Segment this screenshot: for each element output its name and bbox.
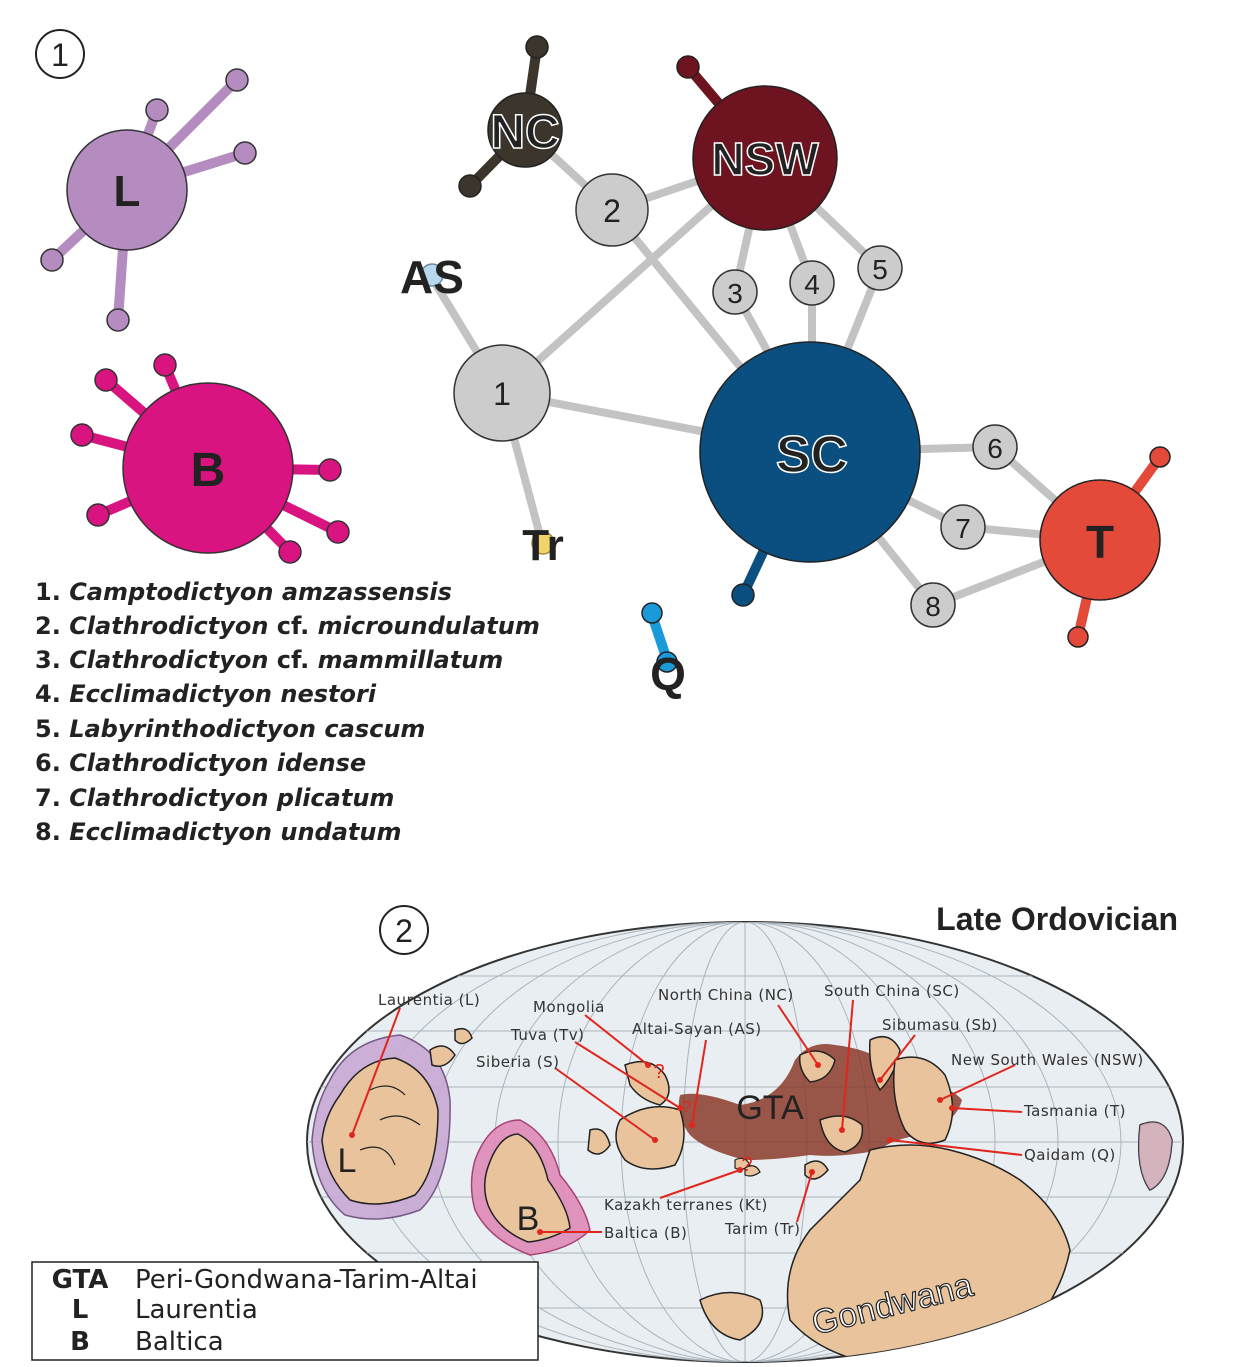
panel-2-number: 2 (395, 913, 413, 949)
node-laurentia: L (40, 68, 257, 332)
uncertain-kazakh-1: ? (741, 1154, 752, 1176)
pointer-arrows (351, 999, 1023, 1233)
label-nsw: New South Wales (NSW) (951, 1051, 1144, 1069)
node-qaidam: Q (641, 602, 686, 700)
species-6: 6. Clathrodictyon idense (35, 749, 366, 777)
node-label-Q: Q (650, 648, 686, 700)
node-label-7: 7 (955, 513, 971, 544)
laurentia-big-label: L (338, 1142, 357, 1180)
node-nsw: NSW (676, 55, 838, 231)
node-north-china: NC (458, 35, 563, 198)
node-label-SC: SC (776, 426, 848, 484)
label-laurentia: Laurentia (L) (378, 991, 480, 1009)
species-3: 3. Clathrodictyon cf. mammillatum (35, 646, 503, 674)
node-label-NSW: NSW (711, 133, 819, 185)
baltica-land (484, 1133, 571, 1243)
legend-abbr-b: B (70, 1327, 90, 1357)
node-label-B: B (191, 444, 226, 497)
legend-name-b: Baltica (135, 1327, 224, 1357)
map-title: Late Ordovician (936, 901, 1178, 937)
node-label-2: 2 (603, 193, 621, 229)
label-qaidam: Qaidam (Q) (1024, 1146, 1116, 1164)
uncertain-tuva: ? (683, 1099, 692, 1116)
node-label-L: L (114, 167, 141, 216)
uncertain-mongolia: ? (653, 1061, 664, 1083)
node-tarim: Tr (522, 521, 564, 570)
node-tasmania: T (1039, 446, 1171, 648)
label-altai-sayan: Altai-Sayan (AS) (632, 1020, 762, 1038)
node-altai-sayan: AS (400, 251, 464, 303)
label-kazakh: Kazakh terranes (Kt) (604, 1196, 768, 1214)
node-label-4: 4 (804, 269, 820, 300)
legend-box: GTA Peri-Gondwana-Tarim-Altai L Laurenti… (31, 1261, 539, 1361)
node-label-3: 3 (727, 278, 743, 309)
label-tasmania: Tasmania (T) (1023, 1102, 1126, 1120)
node-label-NC: NC (490, 106, 559, 159)
label-mongolia: Mongolia (533, 998, 605, 1016)
panel-2: 2 Late Ordovician (306, 901, 1184, 1363)
label-tarim: Tarim (Tr) (724, 1220, 800, 1238)
legend-name-l: Laurentia (135, 1295, 258, 1325)
label-north-china: North China (NC) (658, 986, 794, 1004)
node-label-6: 6 (987, 433, 1003, 464)
species-nodes (453, 173, 1018, 628)
node-label-AS: AS (400, 251, 464, 303)
laurentia-land (321, 1057, 439, 1205)
map-content (307, 922, 1183, 1362)
panel-1: 1 L (35, 29, 1171, 846)
species-1: 1. Camptodictyon amzassensis (35, 578, 452, 606)
node-label-1: 1 (493, 376, 511, 412)
gta-label: GTA (736, 1089, 804, 1127)
node-baltica: B (70, 353, 350, 564)
species-7: 7. Clathrodictyon plicatum (35, 784, 394, 812)
species-4: 4. Ecclimadictyon nestori (35, 680, 377, 708)
species-8: 8. Ecclimadictyon undatum (35, 818, 402, 846)
species-2: 2. Clathrodictyon cf. microundulatum (35, 612, 540, 640)
label-siberia: Siberia (S) (476, 1053, 559, 1071)
label-sibumasu: Sibumasu (Sb) (882, 1016, 998, 1034)
label-tuva: Tuva (Tv) (510, 1026, 584, 1044)
node-south-china: SC (699, 341, 921, 607)
species-list: 1. Camptodictyon amzassensis 2. Clathrod… (35, 578, 540, 846)
legend-abbr-gta: GTA (52, 1265, 109, 1295)
baltica-big-label: B (517, 1200, 540, 1238)
node-label-Tr: Tr (522, 521, 564, 570)
legend-name-gta: Peri-Gondwana-Tarim-Altai (135, 1265, 478, 1295)
node-label-5: 5 (872, 254, 888, 285)
panel-1-number: 1 (51, 37, 69, 73)
label-south-china: South China (SC) (824, 982, 960, 1000)
node-label-8: 8 (925, 591, 941, 622)
label-baltica: Baltica (B) (604, 1224, 687, 1242)
node-label-T: T (1086, 516, 1114, 568)
species-5: 5. Labyrinthodictyon cascum (35, 715, 425, 743)
pointer-heads (349, 1062, 955, 1235)
legend-abbr-l: L (72, 1295, 89, 1325)
map-labels: Laurentia (L) Mongolia Tuva (Tv) Altai-S… (378, 982, 1144, 1242)
